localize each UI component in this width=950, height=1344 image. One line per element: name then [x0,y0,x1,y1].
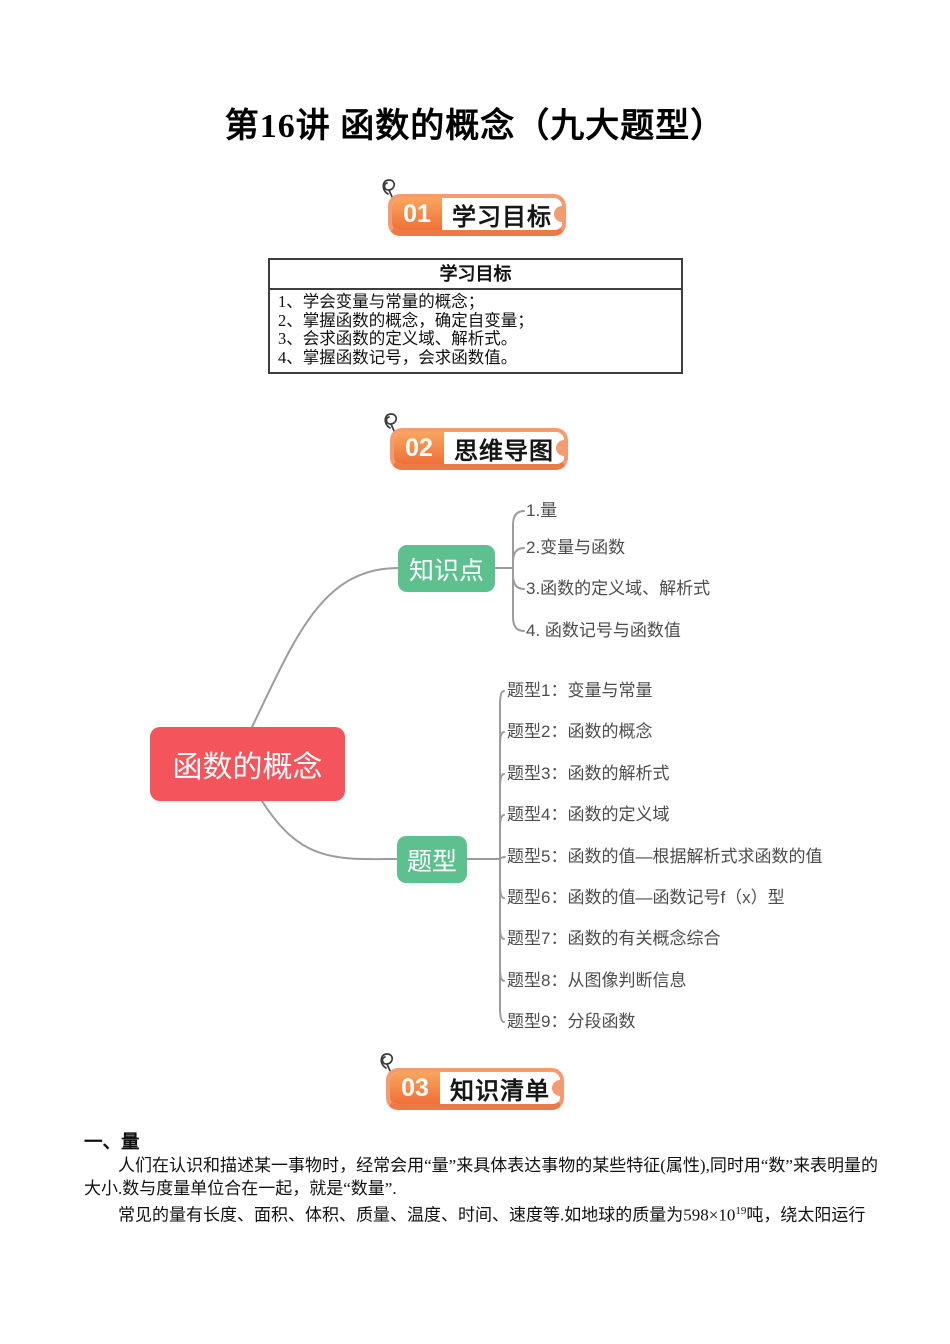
type-item: 题型4：函数的定义域 [507,805,670,824]
objective-item: 2、掌握函数的概念，确定自变量； [278,310,534,330]
badge-notch [554,206,562,222]
paragraph-text: 常见的量有长度、面积、体积、质量、温度、时间、速度等.如地球的质量为598×10 [118,1205,736,1225]
type-item: 题型3：函数的解析式 [507,764,670,783]
section-title-text: 思维导图 [454,437,554,465]
knowledge-item: 3.函数的定义域、解析式 [526,579,711,598]
section-title: 知识清单 [440,1072,560,1104]
knowledge-item: 2.变量与函数 [526,538,626,557]
badge-notch [556,440,564,456]
type-item: 题型2：函数的概念 [507,722,653,741]
objective-item: 3、会求函数的定义域、解析式。 [278,329,518,349]
type-item: 题型1：变量与常量 [507,681,653,700]
section-title-text: 学习目标 [452,203,552,231]
knowledge-item: 4. 函数记号与函数值 [526,621,681,640]
type-item: 题型6：函数的值—函数记号f（x）型 [507,888,785,907]
section-number: 03 [390,1072,440,1104]
section-title: 思维导图 [444,432,564,464]
objectives-body: 1、学会变量与常量的概念； 2、掌握函数的概念，确定自变量； 3、会求函数的定义… [270,290,681,372]
section-badge-01: 01 学习目标 [382,179,566,236]
paragraph: 人们在认识和描述某一事物时，经常会用“量”来具体表达事物的某些特征(属性),同时… [84,1156,878,1198]
paragraph: 常见的量有长度、面积、体积、质量、温度、时间、速度等.如地球的质量为598×10… [84,1200,878,1227]
objective-item: 1、学会变量与常量的概念； [278,292,485,311]
badge-notch [552,1080,560,1096]
superscript: 19 [735,1205,747,1217]
mindmap-types-node: 题型 [397,836,467,883]
content-heading: 一、量 [84,1133,140,1153]
paragraph-text: 吨，绕太阳运行 [746,1205,866,1225]
type-item: 题型8：从图像判断信息 [507,971,687,990]
objective-item: 4、掌握函数记号，会求函数值。 [278,347,518,367]
objectives-header: 学习目标 [270,260,681,290]
section-title-text: 知识清单 [450,1077,550,1105]
mindmap-root-node: 函数的概念 [150,727,345,801]
type-item: 题型5：函数的值—根据解析式求函数的值 [507,847,823,866]
knowledge-item: 1.量 [526,501,558,520]
section-title: 学习目标 [442,198,562,230]
section-badge-03: 03 知识清单 [380,1053,564,1110]
section-number: 02 [394,432,444,464]
page-title: 第16讲 函数的概念（九大题型） [224,108,726,145]
section-badge-02: 02 思维导图 [384,413,568,470]
learning-objectives-table: 学习目标 1、学会变量与常量的概念； 2、掌握函数的概念，确定自变量； 3、会求… [268,258,683,375]
section-number: 01 [392,198,442,230]
mindmap-knowledge-node: 知识点 [398,545,495,592]
type-item: 题型7：函数的有关概念综合 [507,929,721,948]
knowledge-content: 一、量 人们在认识和描述某一事物时，经常会用“量”来具体表达事物的某些特征(属性… [84,1132,878,1227]
type-item: 题型9：分段函数 [507,1012,636,1031]
